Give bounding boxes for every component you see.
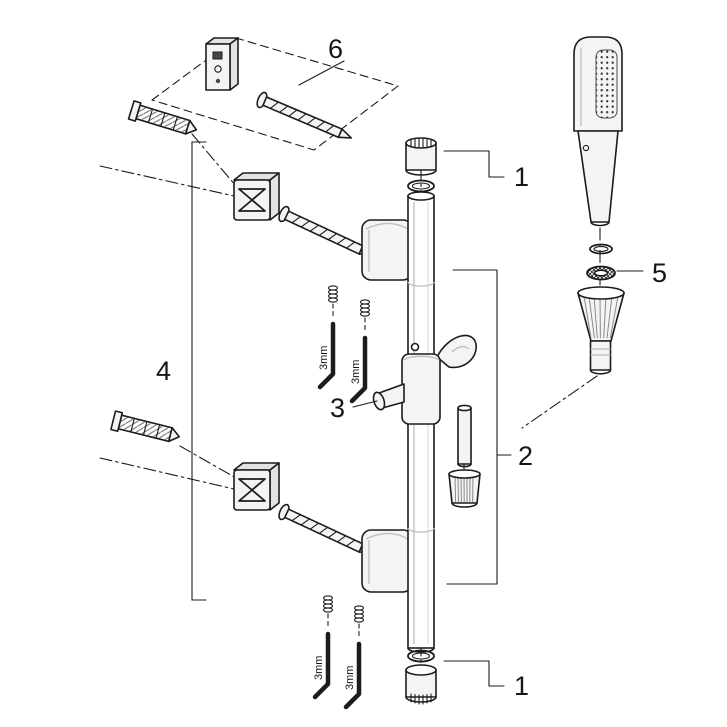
slider-screw xyxy=(410,342,420,352)
rail-bracket-top xyxy=(361,219,413,281)
label-2-leader xyxy=(446,269,512,585)
bracket-screw-bottom xyxy=(276,502,377,562)
rail-end-cap-bottom xyxy=(405,664,437,705)
hose-connector-cone xyxy=(577,286,625,375)
hand-shower xyxy=(573,36,623,227)
handle-button xyxy=(582,144,590,152)
wall-anchor-top xyxy=(127,100,200,140)
mounting-kit-box xyxy=(151,37,399,151)
rail-end-cap-top xyxy=(405,137,437,176)
glide-bracket-top xyxy=(233,172,280,221)
hose-nut xyxy=(448,469,481,508)
label-part-6: 6 xyxy=(328,34,343,64)
glide-bracket-bottom xyxy=(233,462,280,511)
label-6-leader xyxy=(298,60,345,86)
label-part-4: 4 xyxy=(156,356,171,386)
label-part-1-top: 1 xyxy=(514,162,529,192)
o-ring-top xyxy=(407,179,435,193)
construction-lines xyxy=(99,133,601,673)
label-1-top-leader xyxy=(443,150,505,178)
dimension-line-4 xyxy=(191,141,207,601)
spray-face xyxy=(595,49,618,119)
bracket-screw-top xyxy=(276,204,377,264)
allen-key-mid-right xyxy=(350,300,370,401)
label-part-2: 2 xyxy=(518,441,533,471)
o-ring-5 xyxy=(589,243,613,255)
o-ring-bottom xyxy=(407,649,435,663)
rail-bracket-bottom xyxy=(361,529,413,593)
label-part-1-bottom: 1 xyxy=(514,671,529,701)
label-part-5: 5 xyxy=(652,258,667,288)
mounting-screw-kit xyxy=(254,90,356,147)
allen-key-bottom-right xyxy=(344,606,364,707)
label-part-3: 3 xyxy=(330,393,345,423)
slider-handle xyxy=(372,383,405,411)
label-1-bottom-leader xyxy=(443,660,505,687)
wall-anchor-bottom xyxy=(110,410,183,447)
label-3-leader xyxy=(352,400,378,408)
hose-pin xyxy=(457,404,472,468)
allen-key-bottom-left xyxy=(313,596,333,697)
slider-holder xyxy=(372,334,477,425)
filter-washer xyxy=(586,265,616,281)
allen-key-mid-left xyxy=(318,286,338,387)
wall-plate xyxy=(205,37,239,91)
